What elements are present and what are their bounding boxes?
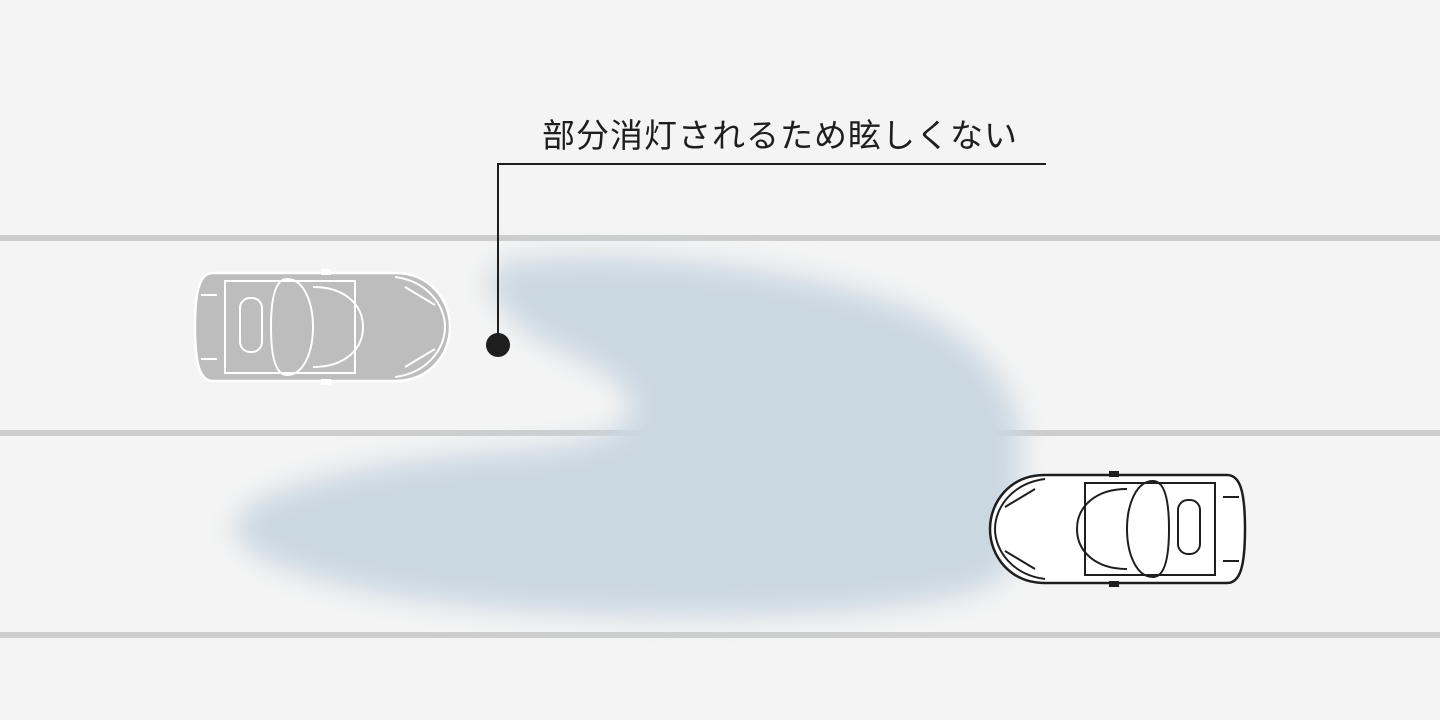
ego-car bbox=[988, 471, 1247, 587]
oncoming-car bbox=[193, 269, 452, 385]
callout-dot bbox=[486, 333, 510, 357]
callout-label: 部分消灯されるため眩しくない bbox=[542, 116, 1018, 155]
headlight-beam bbox=[234, 256, 1020, 617]
lane-line-bottom bbox=[0, 632, 1440, 638]
lane-line-top bbox=[0, 235, 1440, 241]
